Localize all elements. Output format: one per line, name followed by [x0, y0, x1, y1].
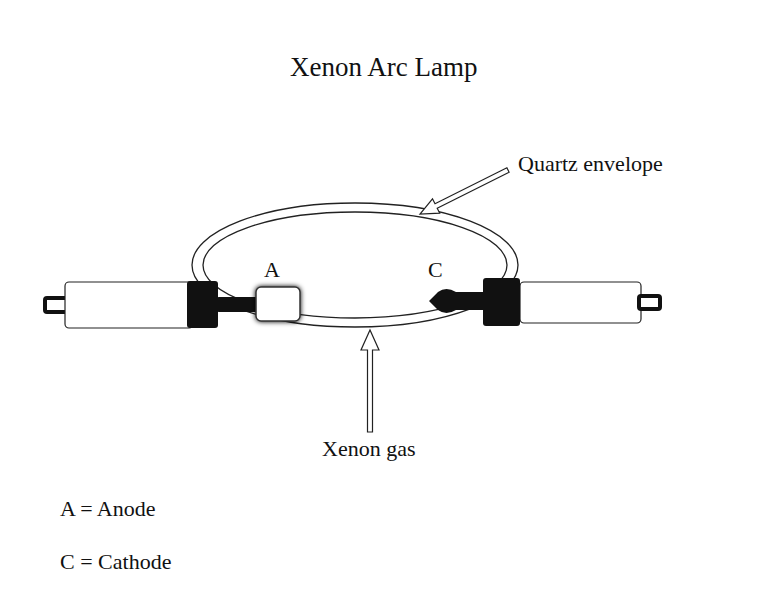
envelope-pointer — [420, 168, 509, 214]
left-seal — [187, 281, 218, 328]
anode-stem — [216, 297, 258, 312]
anode — [256, 287, 300, 321]
gas-pointer — [361, 330, 379, 432]
key-note: A = Anode — [60, 496, 156, 521]
key-note: C = Cathode — [60, 549, 171, 574]
quartz-envelope-inner — [203, 212, 507, 318]
right-base — [520, 282, 641, 323]
part-label: Xenon gas — [322, 436, 415, 461]
diagram-title: Xenon Arc Lamp — [290, 52, 477, 83]
quartz-envelope-outer — [192, 203, 518, 327]
left-pin — [45, 298, 67, 312]
right-pin — [639, 296, 660, 309]
cathode — [429, 289, 486, 313]
electrode-letter: A — [264, 257, 280, 282]
electrode-letter: C — [428, 257, 443, 282]
left-base — [65, 282, 193, 328]
right-seal — [483, 278, 520, 326]
part-label: Quartz envelope — [518, 151, 663, 176]
